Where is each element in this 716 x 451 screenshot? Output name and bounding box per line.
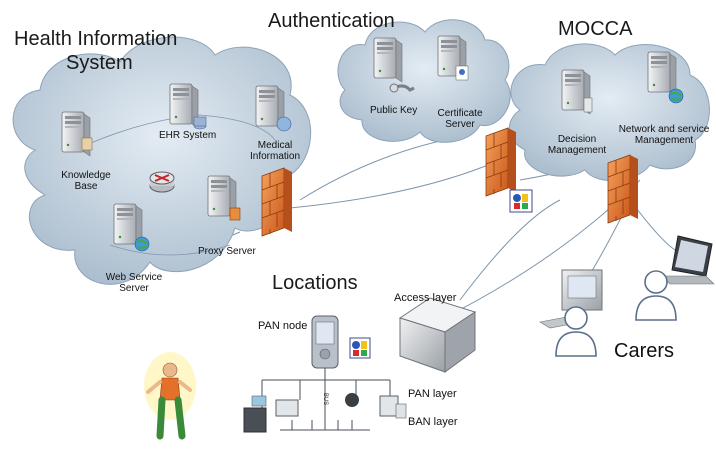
pda-icon [311, 315, 339, 369]
desktop-icon [539, 269, 603, 329]
carer2-person-icon [635, 270, 677, 321]
ehr-server-icon [169, 83, 207, 130]
certificate-server-icon [437, 35, 469, 81]
pan-node-label: PAN node [258, 320, 308, 332]
his-firewall-icon [261, 167, 293, 237]
knowledge-base-server-icon [61, 111, 93, 157]
access-layer-label: Access layer [394, 292, 457, 304]
ehr-label: EHR System [159, 130, 217, 141]
web-service-server-icon [113, 203, 150, 252]
locations-title: Locations [272, 272, 358, 294]
patient-person-icon [144, 352, 196, 440]
proxy-server-icon [207, 175, 241, 221]
carer-person-icon [555, 306, 597, 357]
pan-devices [243, 393, 407, 433]
auth-title: Authentication [268, 10, 395, 32]
mocca-title: MOCCA [558, 18, 633, 40]
laptop-icon [661, 235, 715, 285]
security-badge-icon [509, 189, 533, 213]
pan-security-badge-icon [349, 337, 371, 359]
his-title-line2: System [66, 52, 133, 74]
access-point-icon [398, 297, 477, 373]
his-title-line1: Health Information [14, 28, 178, 50]
network-management-server-icon [647, 51, 684, 104]
carers-title: Carers [614, 340, 675, 362]
mocca-firewall-icon [607, 154, 639, 224]
decision-management-server-icon [561, 69, 593, 115]
public-key-server-icon [373, 37, 415, 93]
pan-layer-label: PAN layer [408, 388, 457, 400]
router-icon [149, 171, 175, 193]
mocca-cloud [508, 43, 710, 182]
bus-label: BUS [322, 392, 329, 406]
medical-info-server-icon [255, 85, 292, 132]
ban-layer-label: BAN layer [408, 416, 458, 428]
public-key-label: Public Key [370, 105, 418, 116]
pan-ban-tree [261, 368, 391, 431]
proxy-label: Proxy Server [198, 246, 256, 257]
auth-firewall-icon [485, 127, 517, 197]
